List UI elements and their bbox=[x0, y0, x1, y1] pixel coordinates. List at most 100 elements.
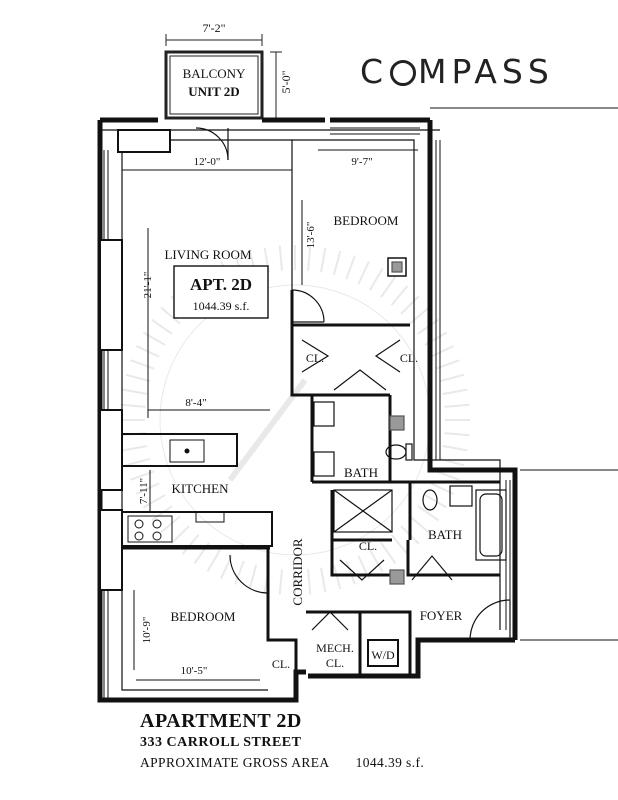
room-label-bedroom-bottom: BEDROOM bbox=[170, 609, 235, 624]
compass-ray bbox=[435, 359, 460, 370]
compass-ray bbox=[234, 560, 245, 585]
compass-ray bbox=[160, 515, 181, 534]
dimension-lines bbox=[122, 149, 418, 681]
room-label-closet-3: CL. bbox=[359, 539, 377, 553]
compass-ray bbox=[390, 534, 409, 555]
balcony-label-line1: BALCONY bbox=[183, 66, 246, 81]
compass-ray bbox=[181, 534, 200, 555]
footer-apartment-title: APARTMENT 2D bbox=[140, 710, 302, 732]
compass-ray bbox=[345, 560, 356, 585]
balcony-width-dim: 7'-2" bbox=[202, 21, 225, 35]
room-label-kitchen: KITCHEN bbox=[171, 481, 229, 496]
dim-bedroom-top-depth: 13'-6" bbox=[305, 222, 317, 249]
room-label-closet-1: CL. bbox=[306, 351, 324, 365]
apt-area: 1044.39 s.f. bbox=[193, 299, 250, 313]
compass-ray bbox=[369, 549, 384, 573]
compass-ray bbox=[444, 403, 470, 408]
compass-ray bbox=[170, 525, 190, 545]
room-label-bath-2: BATH bbox=[428, 527, 462, 542]
compass-ray bbox=[442, 445, 468, 452]
kitchen-fixtures bbox=[121, 433, 273, 547]
compass-ray bbox=[278, 245, 283, 271]
footer-gross-value: 1044.39 s.f. bbox=[355, 755, 425, 770]
compass-ray bbox=[439, 373, 465, 383]
compass-ray bbox=[417, 505, 439, 522]
compass-ray bbox=[380, 276, 397, 298]
compass-ray bbox=[332, 250, 342, 276]
compass-ray bbox=[444, 432, 470, 437]
room-label-closet-2: CL. bbox=[400, 351, 418, 365]
room-label-closet-4: CL. bbox=[272, 657, 290, 671]
compass-ray bbox=[442, 388, 468, 395]
footer-gross-area: APPROXIMATE GROSS AREA 1044.39 s.f. bbox=[140, 755, 424, 771]
footer-title-block: APARTMENT 2D 333 CARROLL STREET APPROXIM… bbox=[140, 710, 424, 771]
compass-ray bbox=[160, 306, 181, 325]
compass-ray bbox=[435, 470, 460, 481]
compass-ray bbox=[390, 285, 409, 306]
dim-bedroom-top-width: 9'-7" bbox=[351, 156, 372, 168]
balcony bbox=[164, 34, 282, 120]
compass-ray bbox=[122, 388, 148, 395]
compass-ray bbox=[122, 445, 148, 452]
compass-ray bbox=[369, 267, 384, 291]
compass-ray bbox=[278, 569, 283, 595]
dim-bedroom-bottom-depth: 10'-9" bbox=[141, 617, 153, 644]
compass-ray bbox=[125, 457, 151, 467]
compass-ray bbox=[430, 345, 455, 358]
compass-ray bbox=[248, 564, 258, 590]
dim-living-width: 12'-0" bbox=[194, 156, 221, 168]
exterior-walls bbox=[97, 117, 518, 703]
compass-ray bbox=[380, 542, 397, 564]
doors bbox=[195, 127, 511, 641]
compass-ray bbox=[206, 549, 221, 573]
compass-ray bbox=[307, 569, 312, 595]
room-label-mech-line2: CL. bbox=[326, 656, 344, 670]
room-label-bedroom-top: BEDROOM bbox=[333, 213, 398, 228]
logo-text-c: C bbox=[360, 52, 389, 91]
balcony-depth-dim: 5'-0" bbox=[279, 70, 293, 93]
compass-ray bbox=[345, 255, 356, 280]
room-label-living: LIVING ROOM bbox=[164, 247, 251, 262]
room-label-washer-dryer: W/D bbox=[371, 648, 395, 662]
compass-ray bbox=[307, 245, 312, 271]
room-label-foyer: FOYER bbox=[420, 608, 463, 623]
compass-ray bbox=[142, 331, 166, 346]
compass-ray bbox=[120, 403, 146, 408]
exterior-wall-inner bbox=[99, 107, 618, 691]
dim-living-depth: 21'-1" bbox=[142, 272, 154, 299]
dim-bedroom-bottom-width: 10'-5" bbox=[181, 665, 208, 677]
room-label-bath-1: BATH bbox=[344, 465, 378, 480]
compass-ray bbox=[332, 564, 342, 590]
balcony-labels: BALCONY UNIT 2D 7'-2" 5'-0" bbox=[183, 21, 293, 99]
room-label-corridor: CORRIDOR bbox=[290, 538, 305, 606]
footer-gross-label: APPROXIMATE GROSS AREA bbox=[140, 755, 330, 770]
logo-o-ring-icon bbox=[390, 60, 417, 86]
room-label-mech-line1: MECH. bbox=[316, 641, 354, 655]
logo-text-mpass: MPASS bbox=[418, 52, 554, 91]
compass-ray bbox=[151, 318, 173, 335]
dim-kitchen-depth: 7'-11" bbox=[138, 478, 150, 504]
compass-ray bbox=[320, 567, 327, 593]
interior-walls bbox=[122, 290, 500, 690]
washer-dryer-unit bbox=[367, 639, 399, 667]
compass-ray bbox=[409, 306, 430, 325]
compass-ray bbox=[135, 482, 160, 495]
compass-ray bbox=[151, 505, 173, 522]
compass-ray bbox=[125, 373, 151, 383]
compass-ray bbox=[424, 494, 448, 509]
compass-ray bbox=[320, 247, 327, 273]
compass-ray bbox=[409, 515, 430, 534]
bath-fixtures bbox=[313, 257, 507, 585]
window-bays bbox=[99, 129, 171, 591]
compass-ray bbox=[400, 295, 420, 315]
balcony-label-line2: UNIT 2D bbox=[188, 84, 239, 99]
compass-logo: C MPASS bbox=[360, 52, 554, 91]
dim-kitchen-width: 8'-4" bbox=[185, 397, 206, 409]
apt-name: APT. 2D bbox=[190, 275, 252, 294]
compass-ray bbox=[130, 359, 155, 370]
compass-ray bbox=[357, 260, 370, 285]
apt-label-box bbox=[173, 265, 269, 319]
footer-street: 333 CARROLL STREET bbox=[140, 735, 302, 750]
compass-ray bbox=[142, 494, 166, 509]
